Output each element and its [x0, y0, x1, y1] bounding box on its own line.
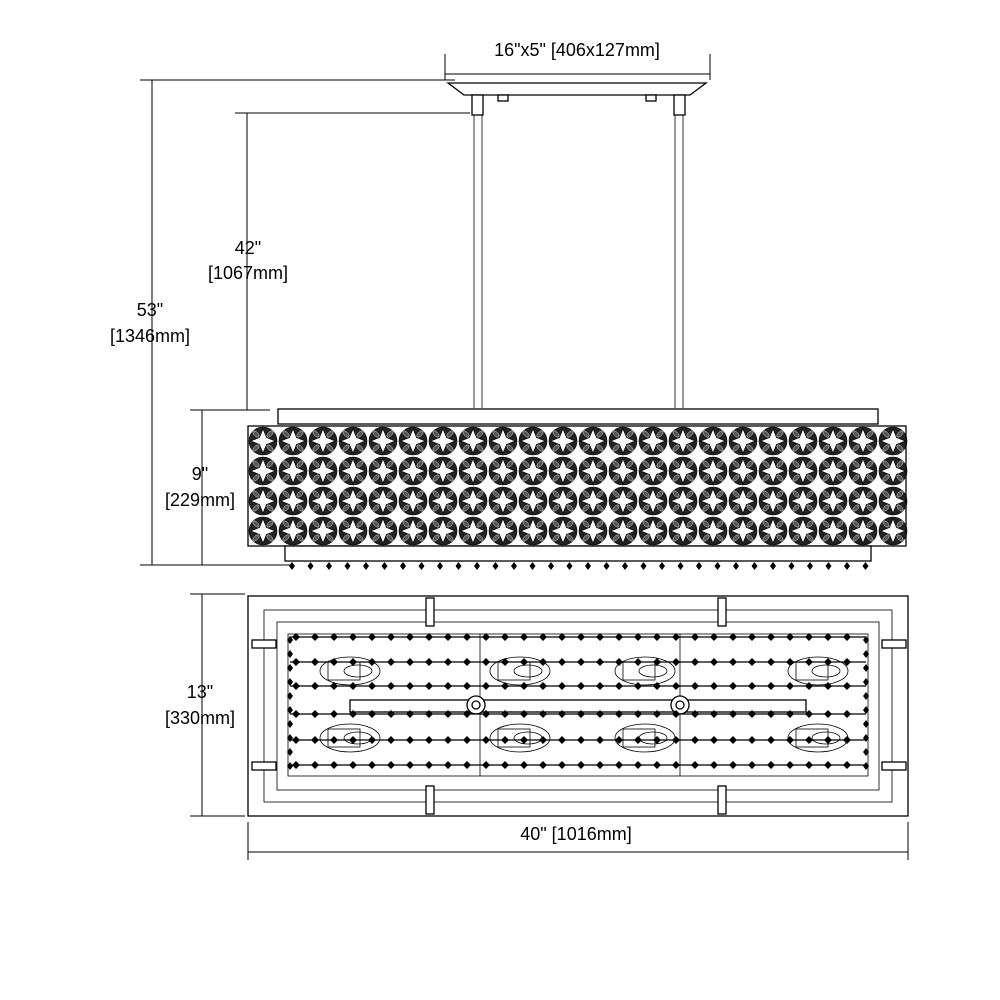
- crystal-strands: [287, 633, 869, 770]
- shade-height-inches-label: 9": [192, 464, 208, 484]
- depth-mm-label: [330mm]: [165, 708, 235, 728]
- canopy: [446, 82, 708, 96]
- shade-pattern: [248, 426, 908, 546]
- top-view: [247, 595, 909, 817]
- overall-mm-label: [1346mm]: [110, 326, 190, 346]
- center-bar: [349, 699, 807, 713]
- dimension-lines: [140, 54, 909, 860]
- stem-left: [471, 94, 484, 116]
- stem-inches-label: 42": [235, 238, 261, 258]
- bottom-band: [284, 545, 872, 562]
- width-label: 40" [1016mm]: [520, 824, 631, 844]
- crystal-drops: [289, 562, 869, 570]
- stem-mm-label: [1067mm]: [208, 263, 288, 283]
- shade-height-mm-label: [229mm]: [165, 490, 235, 510]
- canopy-label: 16"x5" [406x127mm]: [494, 40, 660, 60]
- top-frame: [277, 408, 879, 425]
- frame-clips: [251, 597, 907, 815]
- overall-inches-label: 53": [137, 300, 163, 320]
- front-elevation: [247, 82, 908, 570]
- depth-inches-label: 13": [187, 682, 213, 702]
- labels: 16"x5" [406x127mm] 42" [1067mm] 53" [134…: [110, 40, 660, 844]
